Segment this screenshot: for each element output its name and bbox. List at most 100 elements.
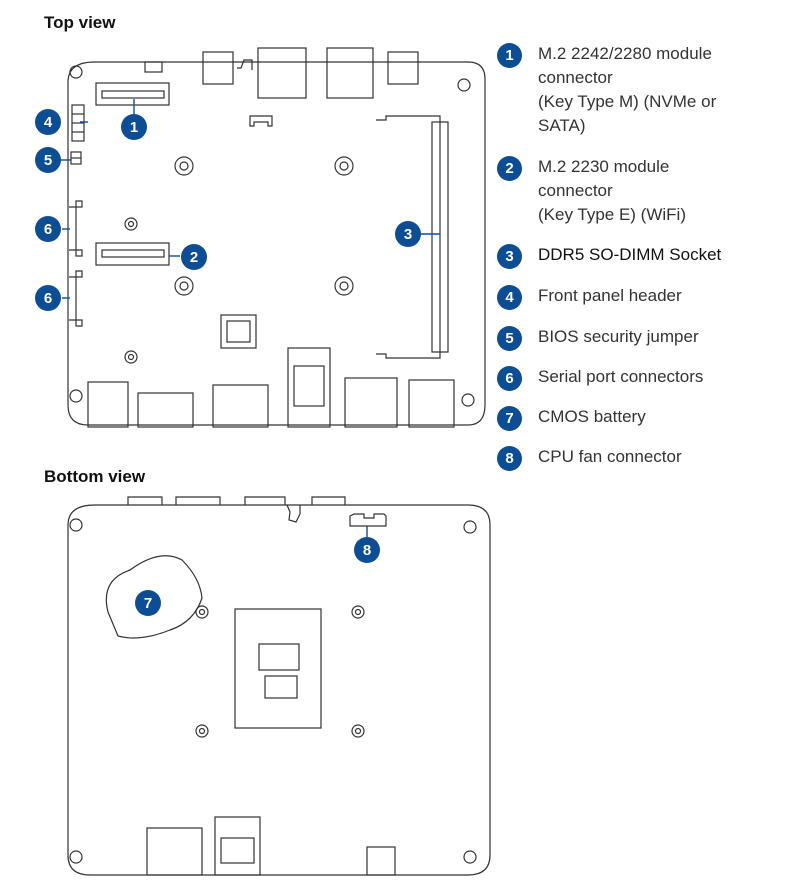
callout-3-label: 3 bbox=[404, 226, 412, 243]
top-port-1 bbox=[202, 51, 234, 85]
legend-item-sodimm: 3 DDR5 SO-DIMM Socket bbox=[497, 244, 778, 269]
bottom-board-outline bbox=[67, 504, 491, 876]
top-board-outline bbox=[67, 61, 486, 426]
bottom-port-stub-3 bbox=[244, 496, 286, 505]
legend-item-m2-2230: 2 M.2 2230 module connector (Key Type E)… bbox=[497, 156, 778, 227]
legend-text: Serial port connectors bbox=[538, 365, 778, 389]
bottom-standoffs bbox=[195, 605, 365, 738]
bottom-port-stub-4 bbox=[311, 496, 346, 505]
board-connector bbox=[220, 314, 257, 349]
callout-1-label: 1 bbox=[130, 119, 138, 136]
legend-text: M.2 2242/2280 module connector (Key Type… bbox=[538, 42, 778, 138]
legend-badge: 4 bbox=[497, 285, 522, 310]
bottom-edge-port-3 bbox=[366, 846, 396, 876]
callout-7: 7 bbox=[135, 590, 161, 616]
legend-badge: 5 bbox=[497, 326, 522, 351]
bottom-port-stub-2 bbox=[175, 496, 221, 505]
top-port-2 bbox=[257, 47, 307, 99]
callout-8-label: 8 bbox=[363, 542, 371, 559]
bottom-edge-port-2 bbox=[214, 816, 261, 876]
legend-line: Serial port connectors bbox=[538, 367, 704, 386]
callout-6a: 6 bbox=[35, 216, 61, 242]
front-port-5 bbox=[344, 377, 398, 428]
serial-port-2 bbox=[69, 270, 83, 327]
legend-line: DDR5 SO-DIMM Socket bbox=[538, 245, 722, 264]
legend-line: connector bbox=[538, 68, 613, 87]
legend-text: CMOS battery bbox=[538, 405, 778, 429]
m2-2280-connector bbox=[95, 82, 170, 106]
cmos-battery bbox=[105, 555, 203, 639]
top-view-title: Top view bbox=[44, 13, 116, 32]
top-small-header bbox=[144, 61, 163, 73]
top-port-4 bbox=[387, 51, 419, 85]
legend-line: Front panel header bbox=[538, 286, 682, 305]
legend-badge: 8 bbox=[497, 446, 522, 471]
callout-4-label: 4 bbox=[44, 114, 53, 131]
bottom-mount-hole-tl bbox=[69, 518, 83, 532]
legend-text: M.2 2230 module connector (Key Type E) (… bbox=[538, 155, 778, 227]
top-port-notch bbox=[237, 59, 253, 70]
legend-line: (Key Type E) (WiFi) bbox=[538, 205, 686, 224]
legend-badge: 3 bbox=[497, 244, 522, 269]
legend-badge: 6 bbox=[497, 366, 522, 391]
bottom-mount-hole-tr bbox=[463, 520, 477, 534]
callout-2-label: 2 bbox=[190, 249, 198, 266]
bottom-view-title: Bottom view bbox=[44, 467, 146, 486]
leader-lines bbox=[58, 99, 440, 537]
legend-text: CPU fan connector bbox=[538, 445, 778, 469]
legend-line: CPU fan connector bbox=[538, 447, 682, 466]
legend-item-cmos: 7 CMOS battery bbox=[497, 406, 778, 431]
top-mount-hole-bl bbox=[69, 389, 83, 403]
callout-5: 5 bbox=[35, 147, 61, 173]
legend-text: BIOS security jumper bbox=[538, 325, 778, 349]
sodimm-socket bbox=[376, 115, 449, 359]
callout-2: 2 bbox=[181, 244, 207, 270]
top-mount-hole-br bbox=[461, 393, 475, 407]
bottom-notch bbox=[286, 504, 301, 523]
cpu-fan-connector bbox=[349, 513, 387, 527]
top-port-3 bbox=[326, 47, 374, 99]
serial-port-1 bbox=[69, 200, 83, 257]
legend-item-cpu-fan: 8 CPU fan connector bbox=[497, 446, 778, 471]
callout-3: 3 bbox=[395, 221, 421, 247]
legend-badge: 2 bbox=[497, 156, 522, 181]
front-port-1 bbox=[87, 381, 129, 428]
front-port-6 bbox=[408, 379, 455, 428]
top-small-clip bbox=[249, 115, 273, 127]
legend-line: M.2 2242/2280 module bbox=[538, 44, 712, 63]
callout-6b: 6 bbox=[35, 285, 61, 311]
legend-text: DDR5 SO-DIMM Socket bbox=[538, 243, 778, 267]
front-port-2 bbox=[137, 392, 194, 428]
callout-5-label: 5 bbox=[44, 152, 52, 169]
cpu-socket bbox=[234, 608, 322, 729]
top-mount-hole-tl bbox=[69, 65, 83, 79]
front-port-4 bbox=[287, 347, 331, 428]
legend-line: SATA) bbox=[538, 116, 586, 135]
bottom-port-stub-1 bbox=[127, 496, 163, 505]
legend-line: M.2 2230 module bbox=[538, 157, 670, 176]
callout-8: 8 bbox=[354, 537, 380, 563]
callout-1: 1 bbox=[121, 114, 147, 140]
callout-6a-label: 6 bbox=[44, 221, 52, 238]
legend-line: BIOS security jumper bbox=[538, 327, 699, 346]
top-standoffs bbox=[124, 156, 354, 364]
legend-line: (Key Type M) (NVMe or bbox=[538, 92, 717, 111]
front-port-3 bbox=[212, 384, 269, 428]
legend-line: connector bbox=[538, 181, 613, 200]
callout-7-label: 7 bbox=[144, 595, 152, 612]
legend-item-bios-jumper: 5 BIOS security jumper bbox=[497, 326, 778, 351]
top-mount-hole-tr bbox=[457, 78, 471, 92]
legend-item-m2-2280: 1 M.2 2242/2280 module connector (Key Ty… bbox=[497, 43, 778, 138]
callout-6b-label: 6 bbox=[44, 290, 52, 307]
m2-2230-connector bbox=[95, 242, 170, 266]
bottom-mount-hole-br bbox=[463, 850, 477, 864]
legend-badge: 7 bbox=[497, 406, 522, 431]
legend-line: CMOS battery bbox=[538, 407, 646, 426]
callout-4: 4 bbox=[35, 109, 61, 135]
legend-item-serial: 6 Serial port connectors bbox=[497, 366, 778, 391]
bottom-mount-hole-bl bbox=[69, 850, 83, 864]
legend-text: Front panel header bbox=[538, 284, 778, 308]
legend-badge: 1 bbox=[497, 43, 522, 68]
bottom-edge-port-1 bbox=[146, 827, 203, 876]
